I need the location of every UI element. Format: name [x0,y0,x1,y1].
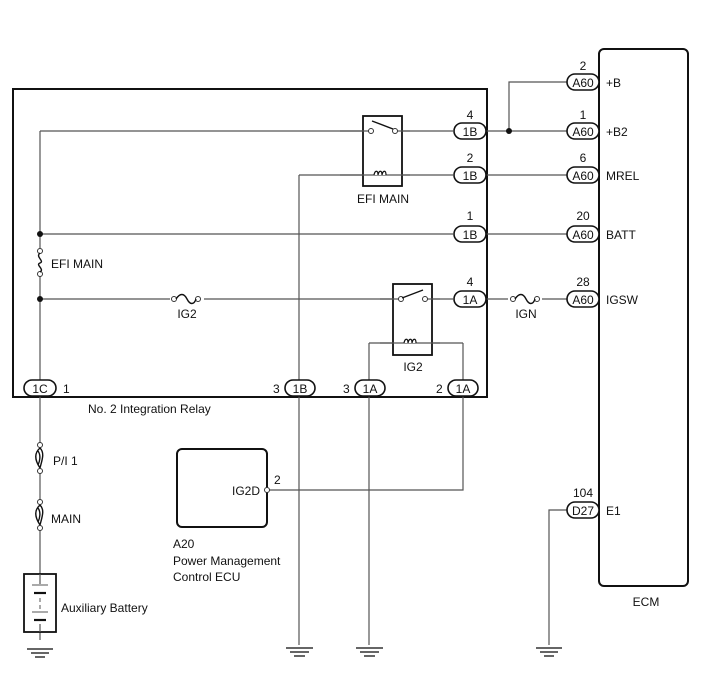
ecu-terminal-ig2d: IG2D [232,484,260,498]
relay-connector-1b4: 1B 4 [453,108,487,140]
fusible-link-main: MAIN [33,499,81,531]
svg-text:3: 3 [273,382,280,396]
fuse-ig2: IG2 [170,293,204,321]
relay-efi-main: EFI MAIN [340,115,410,206]
relay-connector-1a3: 1A 3 [343,379,386,397]
junction-dot [37,296,43,302]
fusible-link-icon [35,504,44,526]
ecm-pin-b: A60 2 +B [566,59,621,91]
ecu-name-line1: Power Management [173,554,281,568]
svg-text:1: 1 [580,108,587,122]
relay-connector-1b3: 1B 3 [273,379,316,397]
svg-text:1: 1 [467,209,474,223]
fuse-efi-main: EFI MAIN [34,248,103,277]
fuse-icon [175,293,197,305]
ground-icon [356,647,383,657]
coil-icon [403,338,417,344]
ecm-pin-e1: D27 104 E1 [566,486,621,519]
ground-icon [286,647,313,657]
wire-e1-ground [548,509,567,645]
svg-text:1A: 1A [363,382,378,396]
svg-text:EFI MAIN: EFI MAIN [51,257,103,271]
fusible-link-icon [35,447,44,469]
svg-text:P/I 1: P/I 1 [53,454,78,468]
fuse-icon [37,252,43,273]
svg-text:1B: 1B [293,382,308,396]
svg-text:2: 2 [580,59,587,73]
svg-text:A60: A60 [572,125,594,139]
wire-1a2-to-ig2d [269,343,464,491]
fusible-link-pi1: P/I 1 [33,442,78,474]
ecm-pin-b2: A60 1 +B2 [566,108,628,140]
ground-icon [27,648,53,658]
svg-text:28: 28 [576,275,590,289]
relay-efi-main-label: EFI MAIN [357,192,409,206]
svg-text:IGSW: IGSW [606,293,639,307]
relay-ig2-label: IG2 [403,360,423,374]
ecm-label: ECM [633,595,660,609]
svg-text:1B: 1B [463,228,478,242]
svg-text:2: 2 [467,151,474,165]
svg-text:20: 20 [576,209,590,223]
ground-icon [536,647,562,657]
relay-connector-1a4: 1A 4 [453,275,487,308]
svg-text:1B: 1B [463,169,478,183]
svg-text:A60: A60 [572,169,594,183]
ecm-box [598,48,689,587]
svg-text:1B: 1B [463,125,478,139]
svg-text:BATT: BATT [606,228,636,242]
svg-text:1C: 1C [32,382,48,396]
relay-connector-1c1: 1C 1 [23,379,70,397]
svg-text:IG2: IG2 [177,307,197,321]
svg-text:MREL: MREL [606,169,640,183]
svg-text:1: 1 [63,382,70,396]
integration-relay-box [12,88,488,398]
relay-ig2: IG2 [380,283,440,374]
svg-text:MAIN: MAIN [51,512,81,526]
svg-text:4: 4 [467,275,474,289]
svg-text:A60: A60 [572,76,594,90]
battery-label: Auxiliary Battery [61,601,148,615]
svg-text:6: 6 [580,151,587,165]
relay-connector-1b2: 1B 2 [453,151,487,184]
svg-text:3: 3 [343,382,350,396]
relay-connector-1a2: 1A 2 [436,379,479,397]
svg-text:IGN: IGN [515,307,536,321]
ecu-code: A20 [173,537,195,551]
svg-text:A60: A60 [572,228,594,242]
power-management-ecu: IG2D 2 A20 Power Management Control ECU [173,448,281,584]
svg-text:104: 104 [573,486,593,500]
svg-text:D27: D27 [572,504,594,518]
junction-dot [37,231,43,237]
ecm-pin-igsw: A60 28 IGSW [566,275,639,308]
svg-text:A60: A60 [572,293,594,307]
ecu-name-line2: Control ECU [173,570,240,584]
svg-text:4: 4 [467,108,474,122]
auxiliary-battery: Auxiliary Battery [23,573,148,633]
svg-text:1A: 1A [456,382,471,396]
wires [39,81,567,645]
ecm-pin-mrel: A60 6 MREL [566,151,640,184]
coil-icon [373,170,387,176]
integration-relay-label: No. 2 Integration Relay [88,402,211,416]
svg-text:2: 2 [436,382,443,396]
ecu-pin-2: 2 [274,473,281,487]
relay-connector-1b1: 1B 1 [453,209,487,243]
svg-text:+B2: +B2 [606,125,628,139]
fuse-ign: IGN [508,293,542,321]
svg-text:+B: +B [606,76,621,90]
fuse-icon [514,293,536,305]
junction-dot [506,128,512,134]
svg-text:E1: E1 [606,504,621,518]
wire-to-a60-2 [508,81,567,131]
svg-text:1A: 1A [463,293,478,307]
ecm-pin-batt: A60 20 BATT [566,209,636,243]
